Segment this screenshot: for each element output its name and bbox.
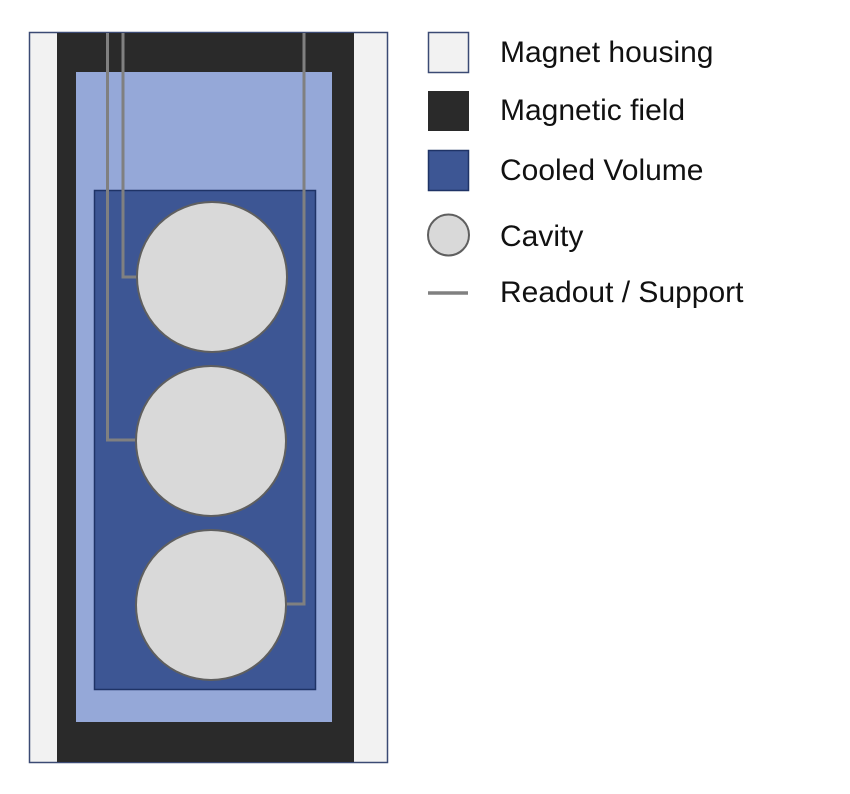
legend-swatch-housing <box>427 31 470 74</box>
cavity-2 <box>135 365 287 517</box>
legend-label-housing: Magnet housing <box>500 36 714 69</box>
readout-line-2 <box>106 33 139 442</box>
legend-label-readout: Readout / Support <box>500 276 744 309</box>
legend-swatch-cavity <box>427 213 470 257</box>
legend-label-cooled: Cooled Volume <box>500 154 704 187</box>
readout-line-3 <box>284 33 306 606</box>
legend-label-cavity: Cavity <box>500 220 584 253</box>
cavity-1 <box>136 201 288 353</box>
legend-swatch-field <box>428 91 469 131</box>
readout-line-1 <box>121 33 140 279</box>
cavity-3 <box>135 529 287 681</box>
legend-label-field: Magnetic field <box>500 94 686 127</box>
legend-swatch-cooled <box>427 149 470 192</box>
